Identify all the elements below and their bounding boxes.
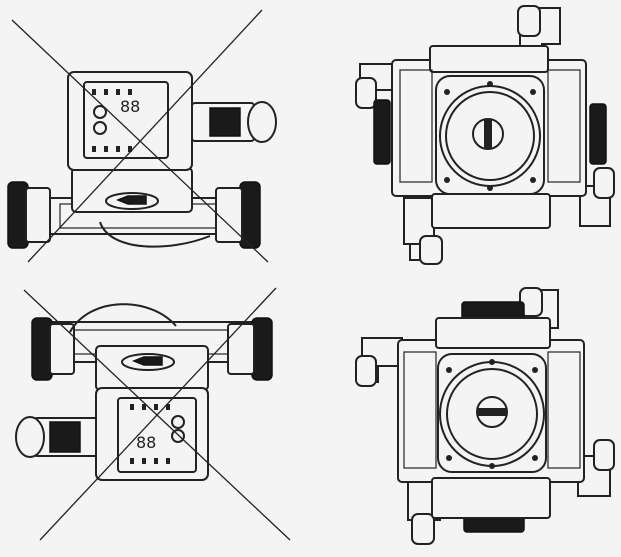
panel-bottom-right bbox=[355, 287, 615, 545]
panel-bottom-left: 88 bbox=[15, 287, 291, 541]
panel-top-left: 88 bbox=[7, 9, 277, 263]
svg-text:88: 88 bbox=[120, 97, 140, 116]
svg-text:88: 88 bbox=[136, 433, 156, 452]
panel-top-right bbox=[355, 5, 615, 265]
